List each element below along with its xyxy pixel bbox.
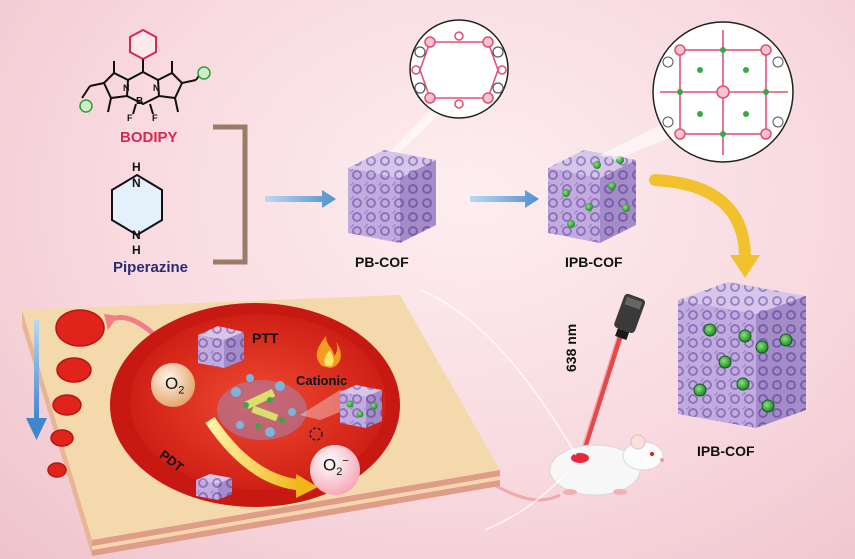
- piperazine-label: Piperazine: [113, 259, 189, 276]
- atom-h-top: H: [132, 160, 141, 174]
- ipb-cof-cube-top: [548, 150, 636, 243]
- atom-f-left: F: [127, 113, 133, 123]
- pdt-cof-cube: [196, 474, 232, 500]
- aldehyde-left-highlight: [79, 99, 93, 113]
- cof-cluster: [217, 374, 307, 440]
- atom-b: B: [136, 96, 144, 107]
- mouse-model: [484, 434, 664, 502]
- ptt-label: PTT: [252, 330, 279, 346]
- pb-cof-cube: [348, 150, 436, 243]
- superoxide-label: O2−: [323, 455, 349, 479]
- superoxide-subscript: 2: [336, 466, 343, 479]
- arrow-to-ipb-cof: [470, 190, 539, 208]
- cationic-cof-cube: [340, 385, 382, 428]
- atom-n-right: N: [153, 83, 160, 93]
- pb-cof-label: PB-COF: [355, 254, 409, 270]
- cationic-label: Cationic: [296, 373, 348, 388]
- atom-h-bottom: H: [132, 243, 141, 257]
- wound-progression: [47, 309, 105, 478]
- reactant-bracket: [213, 124, 248, 265]
- atom-f-right: F: [152, 113, 158, 123]
- ipb-cof-label-bottom: IPB-COF: [697, 443, 755, 459]
- bodipy-label: BODIPY: [120, 129, 178, 146]
- superoxide-sphere: [310, 445, 360, 495]
- atom-n-bottom: N: [132, 228, 141, 242]
- oxygen-subscript: 2: [178, 384, 185, 397]
- atom-n-left: N: [123, 83, 130, 93]
- piperazine-ring: [111, 173, 163, 237]
- ipb-cof-label-top: IPB-COF: [565, 254, 623, 270]
- pdt-arrow: [205, 416, 301, 491]
- ptt-cof-cube: [198, 326, 244, 368]
- oxygen-label: O2: [165, 374, 185, 397]
- aldehyde-right-highlight: [197, 66, 211, 80]
- oxygen-sphere: [151, 363, 195, 407]
- curved-arrow-yellow: [649, 174, 751, 264]
- healing-arrow: [34, 320, 39, 420]
- laser-wavelength-label: 638 nm: [563, 323, 579, 372]
- laser-device: [614, 293, 645, 340]
- ipb-cof-cube-large: [678, 282, 806, 428]
- superoxide-superscript: −: [342, 455, 349, 467]
- rotate-icon: [309, 427, 323, 441]
- atom-n-top: N: [132, 176, 141, 190]
- arrow-to-pb-cof: [265, 190, 336, 208]
- pb-cof-structure-zoom: [409, 19, 509, 119]
